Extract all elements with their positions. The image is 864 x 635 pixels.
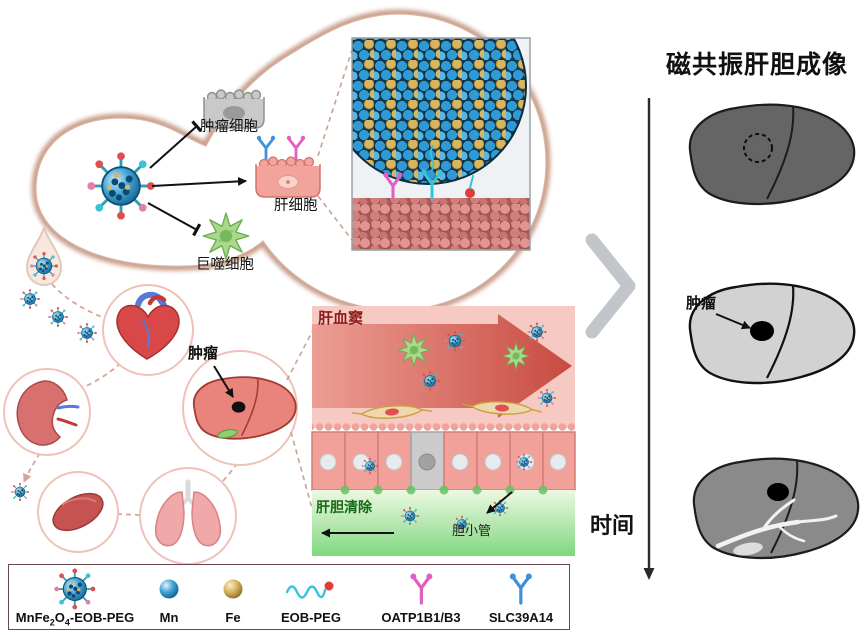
mn-sphere-icon bbox=[157, 569, 181, 609]
tumor-cell-label: 肿瘤细胞 bbox=[200, 119, 258, 135]
legend-item-fe: Fe bbox=[221, 569, 245, 625]
nanoparticle-icon-main bbox=[85, 150, 157, 222]
tumor-label-right: 肿瘤 bbox=[686, 295, 717, 312]
tumor-cell-icon bbox=[203, 89, 265, 129]
uptake-arrows bbox=[147, 120, 247, 237]
lungs-icon bbox=[154, 479, 222, 547]
mri-liver-late bbox=[692, 457, 860, 560]
hepatocyte-row bbox=[311, 431, 576, 491]
page-title: 磁共振肝胆成像 bbox=[666, 51, 849, 79]
legend-label-slc: SLC39A14 bbox=[488, 610, 554, 625]
clearance-label: 肝胆清除 bbox=[316, 499, 372, 515]
biliary-vessels bbox=[715, 498, 838, 549]
tumor-arrow-left bbox=[213, 365, 234, 398]
bile-canaliculus-label: 胆小管 bbox=[452, 523, 492, 538]
legend-label-eob: EOB-PEG bbox=[281, 610, 341, 625]
nanoparticle-icon bbox=[16, 568, 134, 610]
time-label: 时间 bbox=[590, 513, 635, 538]
fe-sphere-icon bbox=[221, 569, 245, 609]
kupffer-cell-icon bbox=[397, 333, 431, 367]
occult-tumor-dashed-circle bbox=[743, 133, 773, 163]
nanoparticle-binding-inset bbox=[351, 37, 531, 251]
spleen-icon bbox=[52, 492, 104, 532]
hepatocyte-cell-icon bbox=[255, 135, 321, 198]
macrophage-cell-icon bbox=[202, 212, 250, 260]
droplet-icon bbox=[25, 225, 63, 286]
tumor-spot bbox=[750, 321, 774, 341]
bile-clearance-zone bbox=[312, 490, 575, 556]
bile-excretion-arrow bbox=[486, 491, 513, 514]
tumor-spot bbox=[767, 483, 789, 501]
eob-peg-squiggle-icon bbox=[281, 569, 341, 609]
mri-liver-hepatobiliary bbox=[688, 282, 856, 385]
tumor-arrow-right bbox=[715, 313, 751, 330]
legend-item-eob: EOB-PEG bbox=[281, 569, 341, 625]
legend-item-mn: Mn bbox=[157, 569, 181, 625]
legend-item-nanoparticle: MnFe2O4-EOB-PEG bbox=[15, 568, 135, 628]
legend-label-oatp: OATP1B1/B3 bbox=[381, 610, 461, 625]
kidney-icon bbox=[16, 380, 80, 446]
legend-label-mn: Mn bbox=[159, 610, 179, 625]
nanoparticle-surface-3d bbox=[352, 38, 527, 185]
legend-item-oatp: OATP1B1/B3 bbox=[381, 569, 461, 625]
microvilli-strip bbox=[312, 422, 575, 434]
tumor-label-left: 肿瘤 bbox=[188, 345, 219, 362]
heart-icon bbox=[116, 291, 180, 360]
panel-connector-lines bbox=[286, 329, 314, 513]
slc-receptor-icon bbox=[489, 569, 553, 609]
legend-label-fe: Fe bbox=[225, 610, 241, 625]
stellate-cells bbox=[351, 401, 543, 419]
blood-flow-arrow bbox=[312, 314, 572, 418]
hepatocyte-label: 肝细胞 bbox=[274, 198, 318, 214]
mri-liver-early bbox=[688, 103, 856, 206]
chevron-right-icon bbox=[585, 233, 636, 339]
legend: MnFe2O4-EOB-PEG Mn Fe EOB-PEG OATP1B1/B3 bbox=[8, 564, 570, 630]
legend-item-slc: SLC39A14 bbox=[489, 569, 553, 625]
inset-connector-lines bbox=[317, 49, 353, 241]
legend-label-nanoparticle: MnFe2O4-EOB-PEG bbox=[15, 610, 135, 628]
kupffer-cell-icon bbox=[502, 342, 530, 370]
sinusoid-title: 肝血窦 bbox=[318, 310, 364, 327]
macrophage-label: 巨噬细胞 bbox=[196, 257, 254, 273]
sinusoid-panel bbox=[311, 306, 576, 556]
oatp-receptor-icon bbox=[381, 569, 460, 609]
bile-canaliculi-bumps bbox=[340, 485, 548, 495]
cell-membrane-3d bbox=[352, 198, 530, 250]
